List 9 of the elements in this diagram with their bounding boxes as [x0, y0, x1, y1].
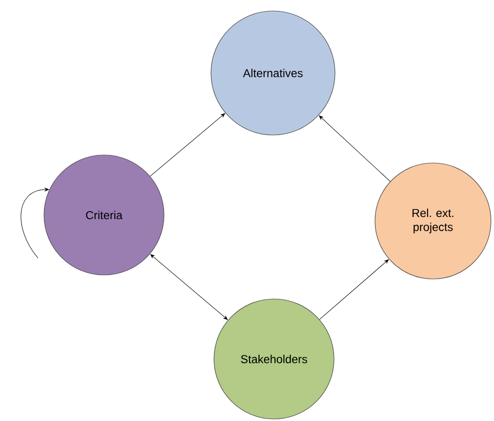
- circle-node: Stakeholders: [214, 298, 334, 420]
- circle-node: Rel. ext. projects: [374, 162, 492, 280]
- circle-node: Alternatives: [210, 10, 336, 136]
- arrow: [318, 116, 390, 182]
- arrow: [150, 254, 228, 320]
- circle-node: Criteria: [44, 154, 164, 276]
- arrow: [20, 188, 49, 258]
- arrow: [319, 259, 389, 320]
- arrow: [150, 113, 226, 176]
